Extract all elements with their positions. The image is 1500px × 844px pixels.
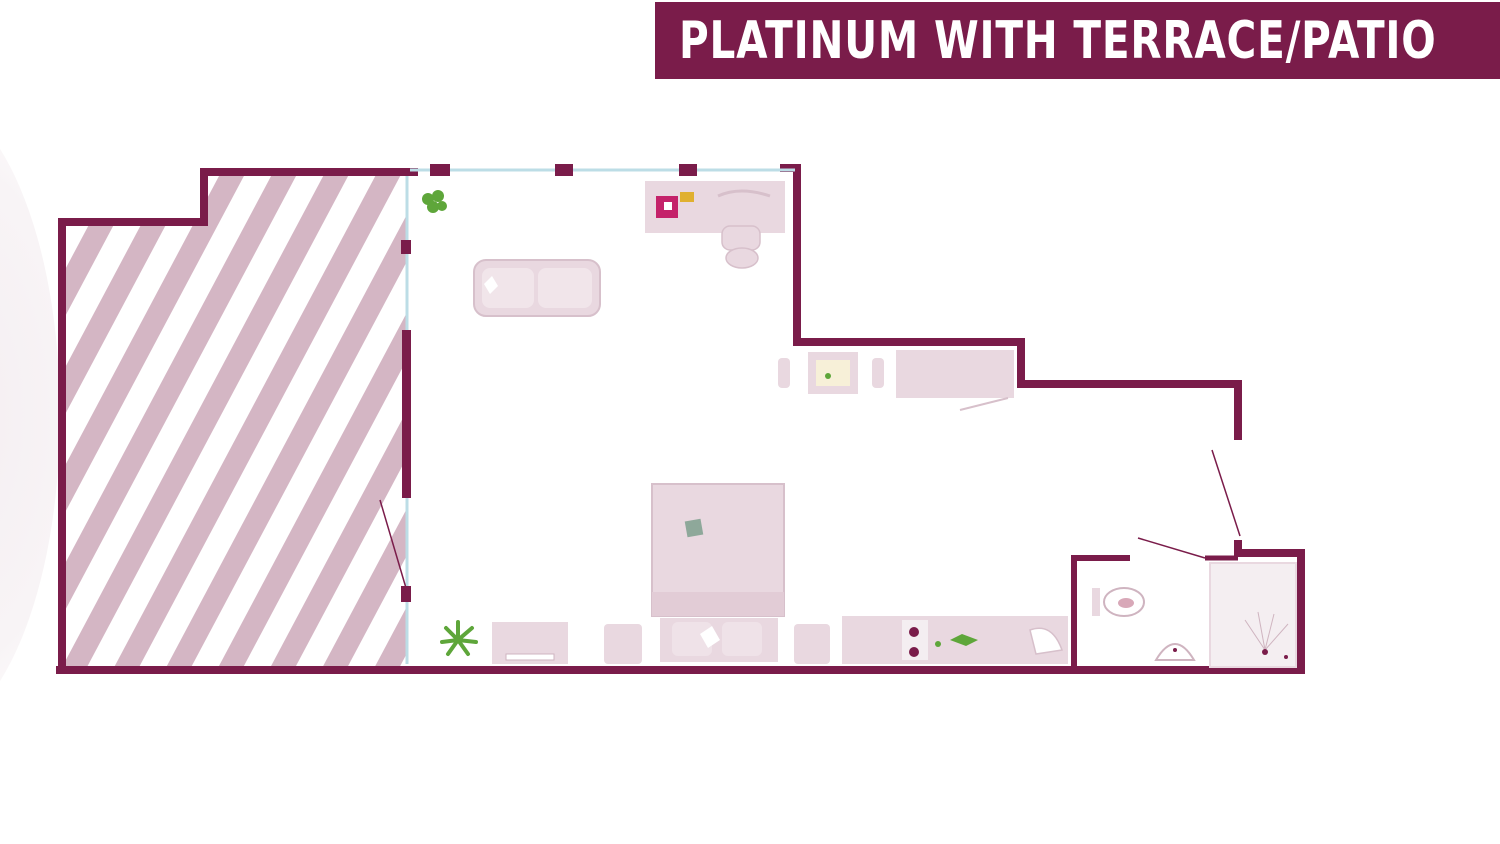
- nightstand-icon: [604, 624, 642, 664]
- chair-icon: [721, 225, 761, 269]
- bathroom: [1071, 537, 1297, 668]
- desk-icon: [645, 181, 785, 233]
- title-banner: PLATINUM WITH TERRACE/PATIO: [655, 2, 1500, 79]
- nightstand-icon: [794, 624, 830, 664]
- sink-icon: [1154, 643, 1196, 661]
- sofa-icon: [473, 259, 601, 317]
- plant-icon: [440, 620, 478, 656]
- shower-icon: [1209, 562, 1297, 668]
- cabinet-icon: [492, 622, 568, 664]
- kitchen-counter-icon: [842, 616, 1068, 664]
- entry-door-swing-icon: [1211, 449, 1241, 537]
- kitchen-counter-icon: [896, 350, 1014, 411]
- terrace-door-swing-icon: [379, 499, 407, 589]
- dining-table-icon: [778, 352, 884, 394]
- toilet-icon: [1092, 587, 1145, 617]
- bathroom-door-swing-icon: [1137, 537, 1206, 559]
- plant-icon: [422, 190, 447, 213]
- terrace-partition-wall: [379, 176, 411, 664]
- top-window-wall: [410, 164, 795, 176]
- exterior-walls: [56, 164, 1305, 674]
- bed-icon: [651, 483, 785, 662]
- page-title: PLATINUM WITH TERRACE/PATIO: [679, 10, 1437, 71]
- terrace-area: [62, 172, 408, 670]
